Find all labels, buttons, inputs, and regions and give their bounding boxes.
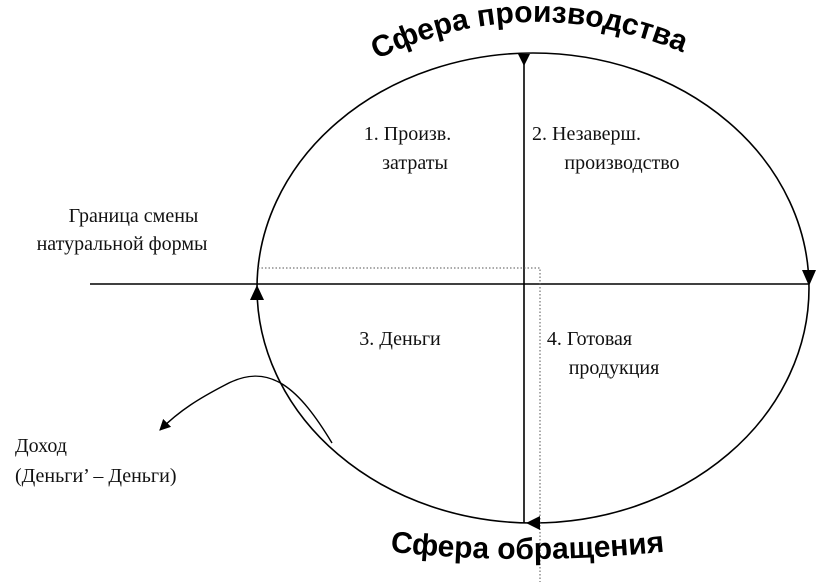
boundary-label: Граница смены натуральной формы	[37, 205, 208, 255]
quadrant-1-label: 1. Произв. затраты	[364, 123, 457, 174]
income-label-line-1: Доход	[15, 435, 67, 457]
quadrant-4-label: 4. Готовая продукция	[547, 328, 659, 379]
arrow-left-icon	[250, 285, 264, 300]
bottom-title: Сфера обращения	[389, 526, 665, 566]
arrow-top-icon	[518, 54, 530, 66]
arrow-right-icon	[802, 270, 816, 286]
quadrant-3-label: 3. Деньги	[359, 328, 441, 350]
dotted-boundary	[258, 267, 541, 582]
quadrant-2-line-1: 2. Незаверш.	[532, 123, 641, 145]
quadrant-3-line-1: 3. Деньги	[359, 328, 441, 350]
quadrant-1-line-1: 1. Произв.	[364, 123, 452, 145]
arrow-bottom-icon	[526, 516, 540, 530]
top-title-text: Сфера производства	[366, 0, 693, 66]
quadrant-2-label: 2. Незаверш. производство	[532, 123, 680, 174]
income-label-line-2: (Деньги’ – Деньги)	[15, 465, 176, 487]
top-title: Сфера производства	[366, 0, 693, 66]
quadrant-2-line-2: производство	[564, 152, 679, 174]
quadrant-4-line-2: продукция	[569, 357, 660, 379]
income-arrow	[159, 375, 333, 444]
boundary-label-line-1: Граница смены	[69, 205, 199, 227]
income-label: Доход (Деньги’ – Деньги)	[15, 435, 176, 487]
boundary-label-line-2: натуральной формы	[37, 233, 208, 255]
bottom-title-text: Сфера обращения	[389, 526, 665, 566]
quadrant-4-line-1: 4. Готовая	[547, 328, 632, 350]
quadrant-1-line-2: затраты	[382, 152, 448, 174]
